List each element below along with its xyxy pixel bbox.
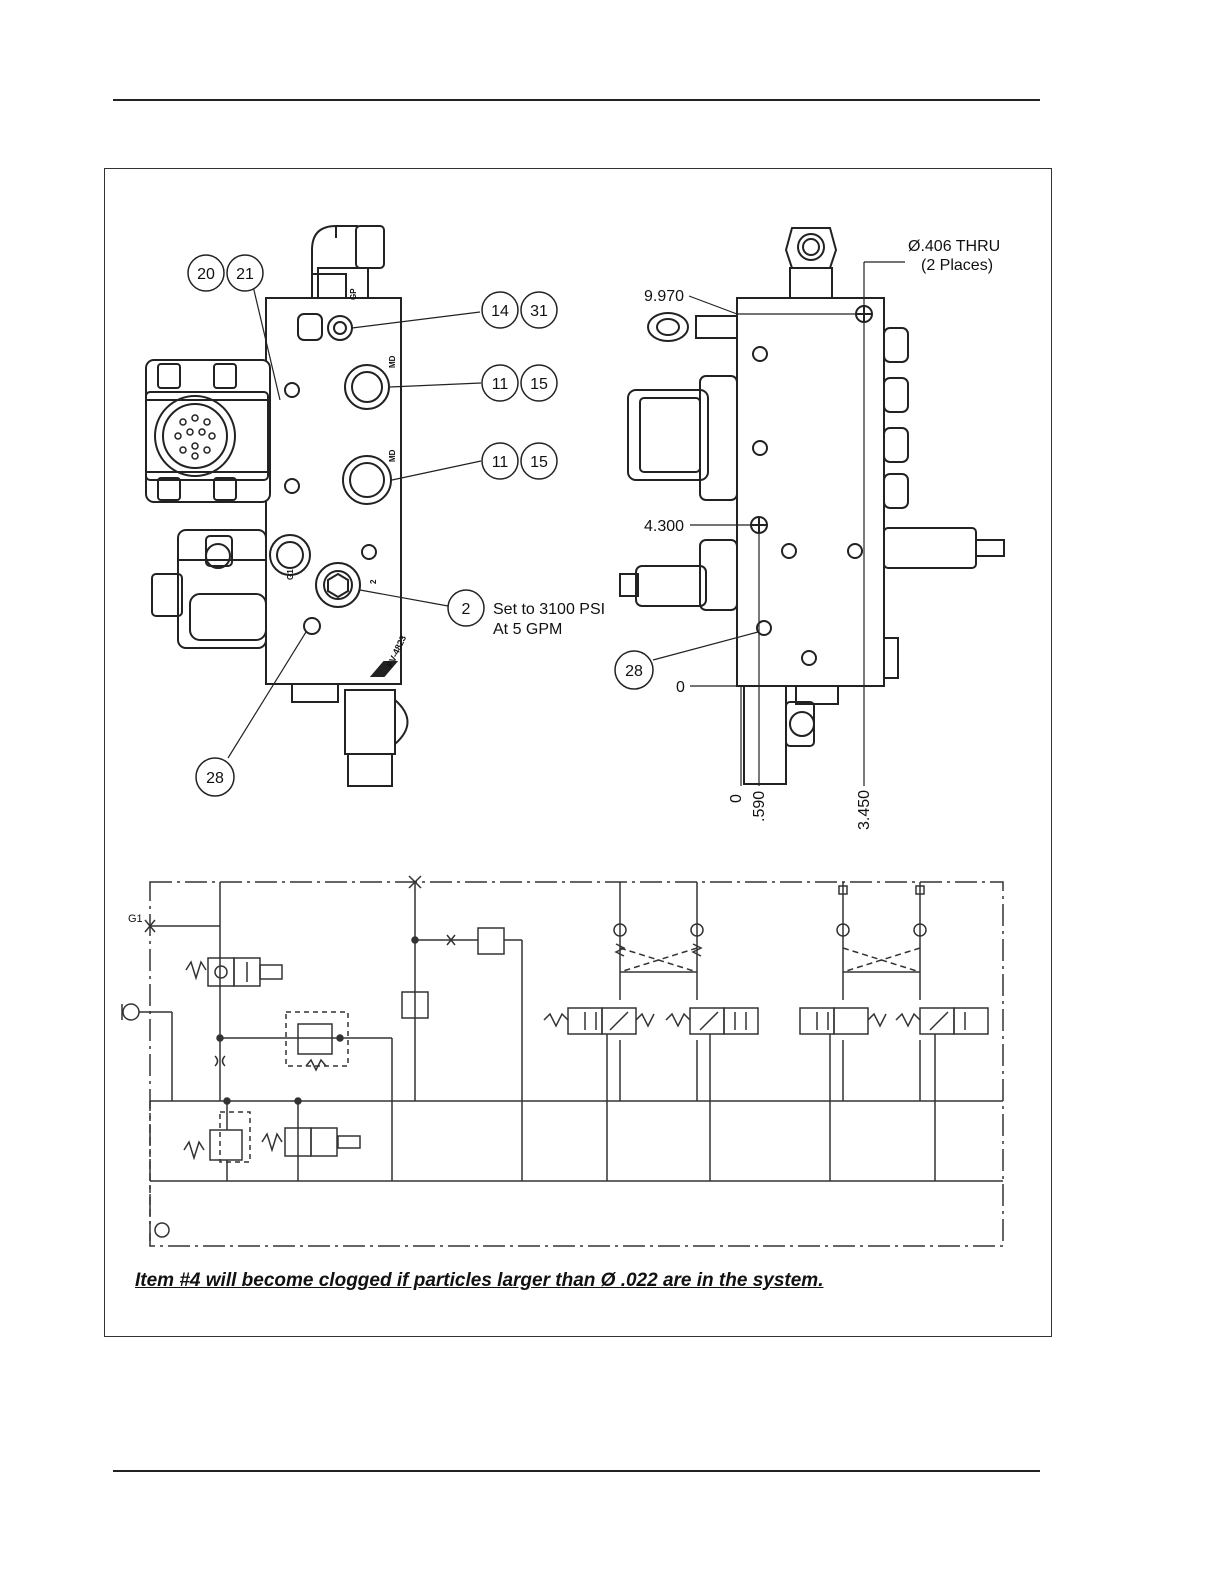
- dim-0-590: .590: [751, 791, 768, 822]
- callout-21: 21: [236, 266, 254, 283]
- callout-15-upper: 15: [530, 376, 548, 393]
- valve-group-2: [666, 882, 758, 1101]
- relief-setting-line1: Set to 3100 PSI: [493, 601, 605, 618]
- callout-20: 20: [197, 266, 215, 283]
- port-label-md-lower: MD: [388, 449, 397, 462]
- schematic-boundary: [150, 882, 1003, 1246]
- valve-group-4: [896, 882, 988, 1101]
- hydraulic-schematic: [122, 876, 1003, 1246]
- valve-group-3: [800, 882, 886, 1101]
- callout-11-lower: 11: [492, 454, 509, 471]
- port-label-g1: G1: [286, 569, 295, 580]
- schematic-port-g1: G1: [128, 913, 143, 925]
- dim-3-450: 3.450: [856, 790, 873, 830]
- valve-group-1: [544, 882, 654, 1101]
- dim-9-970: 9.970: [644, 288, 684, 305]
- callout-2: 2: [462, 601, 471, 618]
- callout-11-upper: 11: [492, 376, 509, 393]
- front-view: [146, 226, 408, 786]
- dim-4-300: 4.300: [644, 518, 684, 535]
- port-label-md-upper: MD: [388, 355, 397, 368]
- callout-28-side: 28: [625, 663, 643, 680]
- side-view: [620, 228, 1004, 784]
- callout-28-front: 28: [206, 770, 224, 787]
- relief-setting-line2: At 5 GPM: [493, 621, 562, 638]
- hole-note-line2: (2 Places): [921, 257, 993, 274]
- callout-15-lower: 15: [530, 454, 548, 471]
- dim-zero-horizontal: 0: [728, 794, 745, 803]
- callout-14: 14: [491, 303, 509, 320]
- callout-31: 31: [530, 303, 548, 320]
- hole-note-line1: Ø.406 THRU: [908, 238, 1000, 255]
- dim-zero-vertical: 0: [676, 679, 685, 696]
- clogging-warning-caption: Item #4 will become clogged if particles…: [135, 1270, 823, 1292]
- port-label-gp: GP: [349, 288, 358, 300]
- port-label-2: 2: [369, 579, 378, 584]
